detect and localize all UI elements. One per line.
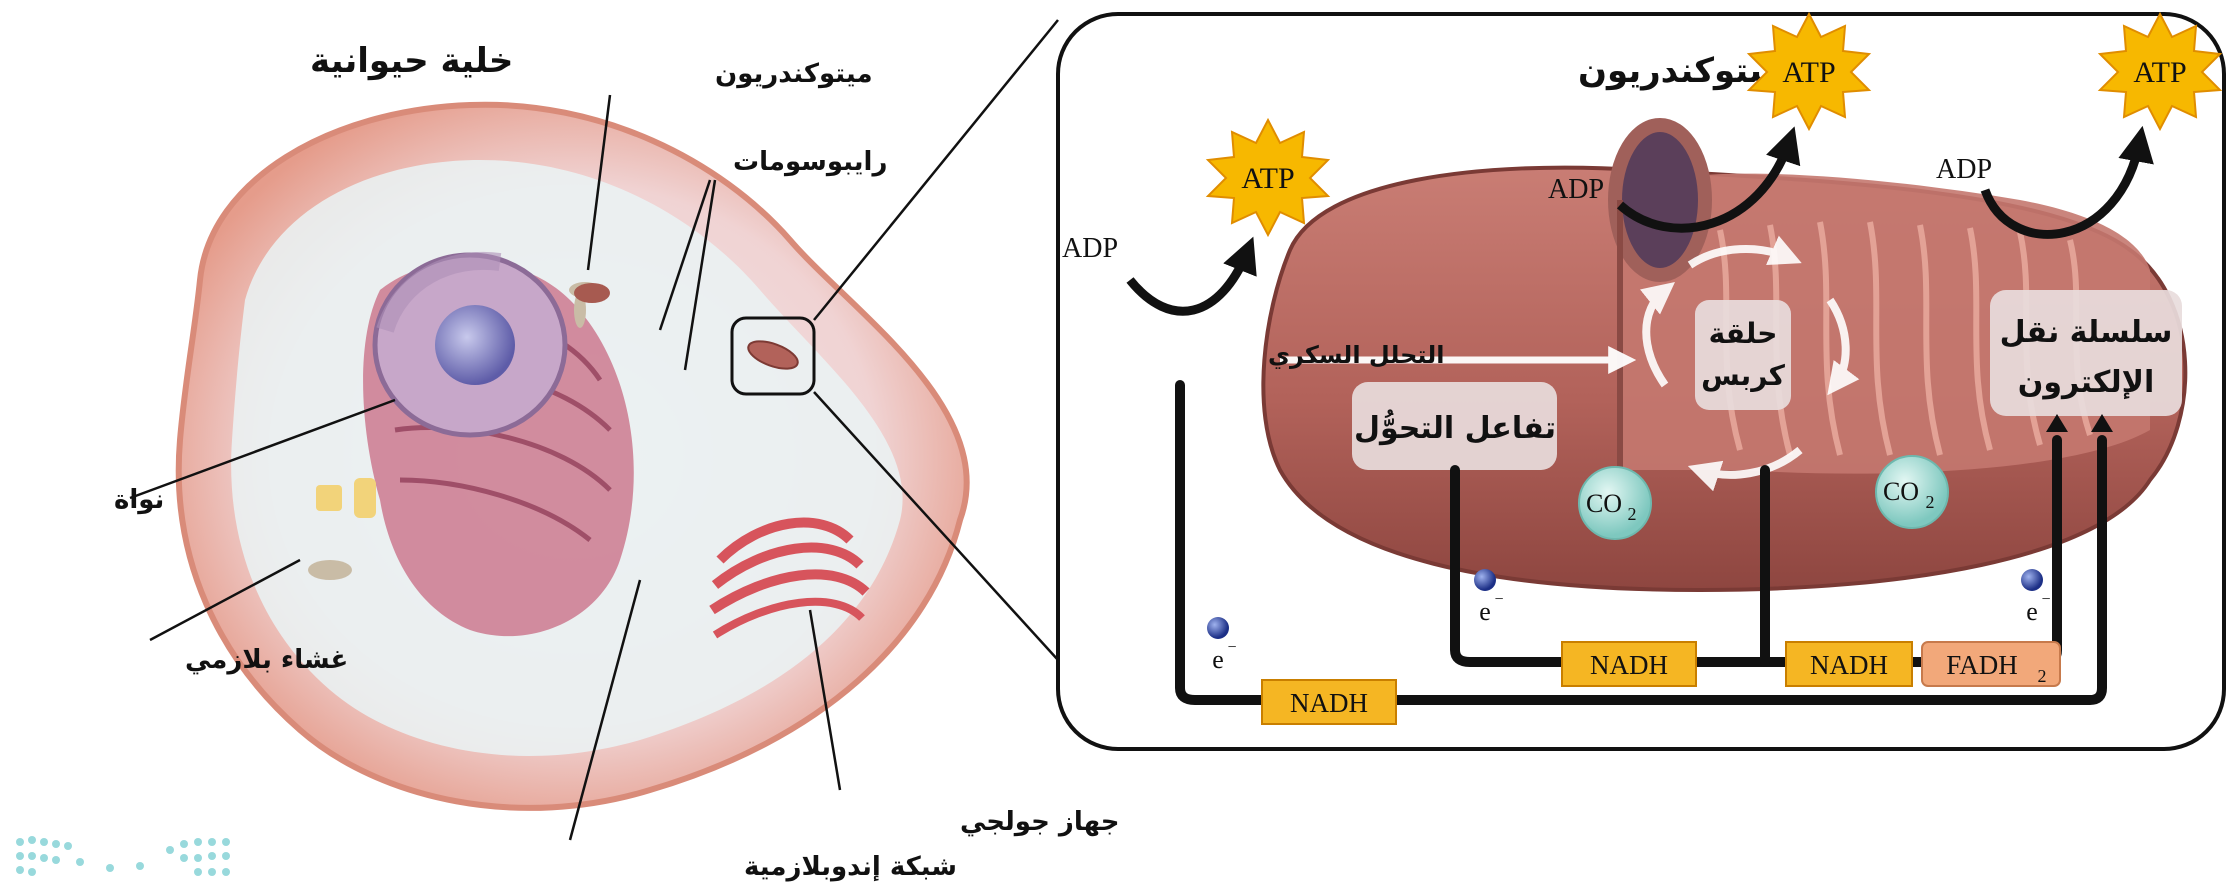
cell-title: خلية حيوانية (310, 41, 513, 81)
label-glycolysis: التحلل السكري (1268, 341, 1444, 369)
svg-text:2: 2 (2038, 666, 2047, 686)
nadh-krebs: NADH (1786, 642, 1912, 686)
cell-mitochondrion-shape (574, 283, 610, 303)
svg-text:تفاعل التحوُّل: تفاعل التحوُّل (1354, 409, 1556, 446)
svg-text:سلسلة نقل: سلسلة نقل (2000, 315, 2173, 350)
co2-transition: CO 2 (1579, 467, 1651, 539)
svg-text:−: − (1494, 591, 1503, 608)
adp-krebs: ADP (1548, 174, 1604, 205)
svg-text:ATP: ATP (2133, 56, 2186, 89)
adp-glycolysis: ADP (1062, 233, 1118, 264)
svg-text:CO: CO (1883, 477, 1919, 506)
svg-text:الإلكترون: الإلكترون (2018, 365, 2155, 400)
svg-text:حلقة: حلقة (1709, 317, 1778, 350)
label-plasma-membrane: غشاء بلازمي (185, 645, 348, 675)
svg-text:e: e (2026, 597, 2038, 626)
label-golgi: جهاز جولجي (960, 807, 1120, 837)
label-ribosomes: رايبوسومات (733, 147, 887, 177)
svg-text:−: − (1227, 639, 1236, 656)
svg-text:e: e (1212, 645, 1224, 674)
electron-transport-chain: سلسلة نقل الإلكترون (1990, 290, 2182, 416)
transition-reaction: تفاعل التحوُّل (1352, 382, 1557, 470)
mitochondrion-panel: ميتوكندريون ATP (1058, 14, 2224, 749)
svg-text:CO: CO (1586, 489, 1622, 518)
svg-text:NADH: NADH (1810, 650, 1888, 680)
svg-text:FADH: FADH (1946, 650, 2018, 680)
svg-text:2: 2 (1926, 492, 1935, 512)
svg-text:2: 2 (1628, 504, 1637, 524)
svg-text:ATP: ATP (1241, 162, 1294, 195)
nadh-glycolysis: NADH (1262, 680, 1396, 724)
label-mitochondrion: ميتوكندريون (715, 59, 873, 89)
svg-text:−: − (2041, 591, 2050, 608)
nadh-transition: NADH (1562, 642, 1696, 686)
label-er: شبكة إندوبلازمية (744, 852, 957, 882)
svg-text:NADH: NADH (1590, 650, 1668, 680)
animal-cell: خلية حيوانية ميتوكندري (114, 20, 1120, 882)
svg-text:e: e (1479, 597, 1491, 626)
svg-text:NADH: NADH (1290, 688, 1368, 718)
svg-text:ATP: ATP (1782, 56, 1835, 89)
ministry-logo (16, 836, 230, 876)
adp-etc: ADP (1936, 154, 1992, 185)
nucleolus-shape (435, 305, 515, 385)
fadh2-krebs: FADH 2 (1922, 642, 2060, 686)
svg-text:كربس: كربس (1701, 359, 1786, 392)
krebs-cycle: حلقة كربس (1695, 300, 1791, 410)
co2-krebs: CO 2 (1876, 456, 1948, 528)
label-nucleus: نواة (114, 485, 164, 515)
